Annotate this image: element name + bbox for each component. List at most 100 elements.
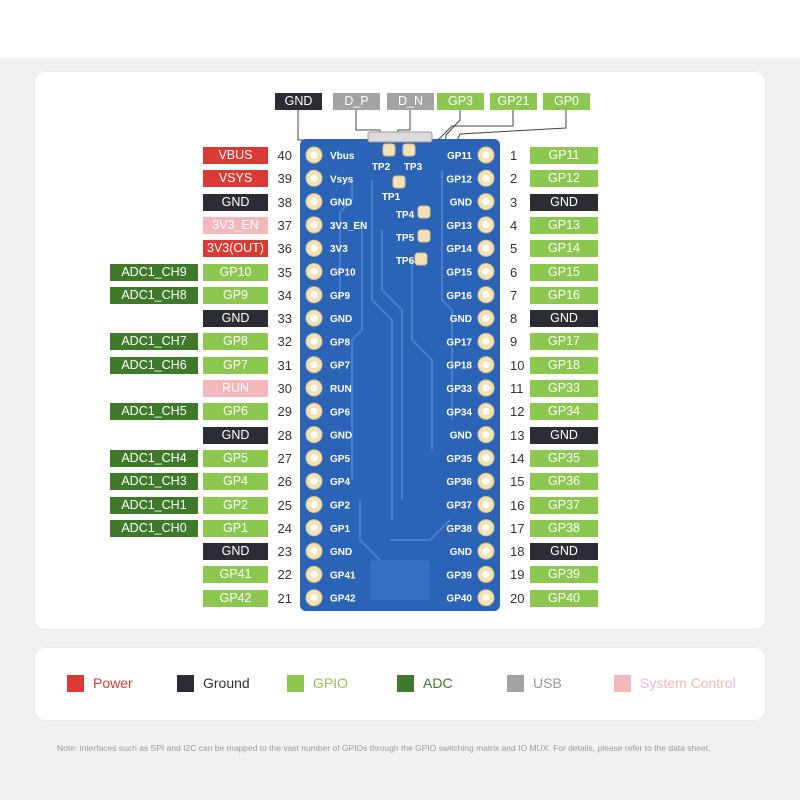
test-point-label-tp4: TP4 xyxy=(396,210,415,221)
pad-pin-40 xyxy=(305,146,323,164)
pin-number-33: 33 xyxy=(277,311,292,327)
pin-number-30: 30 xyxy=(277,381,292,396)
pin-number-12: 12 xyxy=(510,404,525,420)
left-pin-label-30: RUN xyxy=(203,380,268,397)
right-pin-label-18: GND xyxy=(530,543,598,561)
pad-pin-24 xyxy=(305,519,323,537)
pad-pin-30 xyxy=(305,379,323,397)
pin-pads xyxy=(305,146,495,607)
pad-pin-28 xyxy=(305,426,323,444)
silk-pin-31: GP7 xyxy=(330,361,350,372)
pin-number-5: 5 xyxy=(510,241,518,257)
silk-pin-18: GND xyxy=(450,547,472,558)
left-pin-label-33: GND xyxy=(203,310,268,328)
left-pin-label-23: GND xyxy=(203,543,268,561)
right-pin-label-7: GP16 xyxy=(530,286,598,304)
pad-pin-26 xyxy=(305,472,323,490)
left-pin-label-24: GP1 xyxy=(203,519,268,537)
test-pad-tp5 xyxy=(417,229,431,243)
left-pin-label-35: GP10 xyxy=(203,263,268,281)
pin-number-34: 34 xyxy=(277,287,292,303)
left-pin-label-27: GP5 xyxy=(203,449,268,467)
silk-pin-16: GP37 xyxy=(446,501,472,512)
silk-pin-19: GP39 xyxy=(446,570,472,581)
pad-pin-4 xyxy=(477,216,495,234)
left-pin-label-34: GP9 xyxy=(203,286,268,304)
pad-pin-29 xyxy=(305,402,323,420)
silk-pin-6: GP15 xyxy=(446,268,472,279)
legend-label-gpio: GPIO xyxy=(313,675,349,691)
silk-pin-26: GP4 xyxy=(330,477,350,488)
right-pin-label-11: GP33 xyxy=(530,380,598,397)
pad-pin-22 xyxy=(305,565,323,583)
pin-number-21: 21 xyxy=(277,590,292,606)
silk-pin-37: 3V3_EN xyxy=(330,221,367,232)
pad-pin-35 xyxy=(305,263,323,280)
pin-number-22: 22 xyxy=(277,567,292,583)
silk-pin-9: GP17 xyxy=(446,337,472,348)
silk-pin-12: GP34 xyxy=(446,407,472,418)
silk-pin-13: GND xyxy=(450,431,472,442)
silk-pin-28: GND xyxy=(330,431,352,442)
pad-pin-21 xyxy=(305,589,323,607)
pin-number-37: 37 xyxy=(277,217,292,233)
left-pin-label-22: GP41 xyxy=(203,566,268,584)
silk-pin-39: Vsys xyxy=(330,174,354,185)
pad-pin-12 xyxy=(477,402,495,420)
pin-number-23: 23 xyxy=(277,544,292,560)
usb-connector xyxy=(367,131,433,143)
pin-number-27: 27 xyxy=(277,450,292,466)
pin-number-31: 31 xyxy=(277,357,292,373)
pin-number-28: 28 xyxy=(277,427,292,443)
test-point-label-tp1: TP1 xyxy=(382,192,401,203)
pad-pin-19 xyxy=(477,565,495,583)
pad-pin-13 xyxy=(477,426,495,444)
pcb-traces xyxy=(339,170,453,561)
test-point-label-tp6: TP6 xyxy=(396,256,415,267)
top-label-d-p: D_P xyxy=(333,93,380,110)
pin-number-17: 17 xyxy=(510,520,525,536)
legend-swatch-system-control xyxy=(614,675,631,692)
left-pin-label-39: VSYS xyxy=(203,170,268,188)
silk-pin-30: RUN xyxy=(330,384,352,395)
adc-label-adc1-ch0: ADC1_CH0 xyxy=(110,519,198,537)
left-pin-label-26: GP4 xyxy=(203,473,268,491)
silk-pin-35: GP10 xyxy=(330,268,356,279)
pad-pin-11 xyxy=(477,379,495,397)
right-pin-label-9: GP17 xyxy=(530,333,598,351)
pin-number-1: 1 xyxy=(510,148,518,163)
pin-number-29: 29 xyxy=(277,404,292,420)
pad-pin-31 xyxy=(305,356,323,374)
test-pad-tp1 xyxy=(392,175,406,189)
right-pin-label-13: GND xyxy=(530,426,598,444)
pad-pin-2 xyxy=(477,169,495,187)
silk-pin-8: GND xyxy=(450,314,472,325)
right-pin-label-15: GP36 xyxy=(530,473,598,491)
adc-label-adc1-ch1: ADC1_CH1 xyxy=(110,496,198,514)
pad-pin-33 xyxy=(305,309,323,327)
silk-pin-40: Vbus xyxy=(330,151,355,162)
pin-number-38: 38 xyxy=(277,194,292,210)
test-point-label-tp3: TP3 xyxy=(404,162,423,173)
adc-label-adc1-ch7: ADC1_CH7 xyxy=(110,333,198,351)
pad-pin-15 xyxy=(477,472,495,490)
test-point-label-tp2: TP2 xyxy=(372,162,391,173)
silkscreen-labels: VbusVsysGND3V3_EN3V3GP10GP9GNDGP8GP7RUNG… xyxy=(330,151,472,605)
pad-pin-17 xyxy=(477,519,495,537)
top-label-d-n: D_N xyxy=(387,93,434,110)
pin-number-9: 9 xyxy=(510,334,518,350)
silk-pin-10: GP18 xyxy=(446,361,472,372)
silk-pin-3: GND xyxy=(450,198,472,209)
pin-number-2: 2 xyxy=(510,171,518,187)
pin-number-32: 32 xyxy=(277,334,292,350)
legend-label-usb: USB xyxy=(533,675,562,691)
silk-pin-1: GP11 xyxy=(447,151,472,162)
right-pin-label-5: GP14 xyxy=(530,240,598,258)
legend-item-power: Power xyxy=(67,675,133,692)
pin-number-16: 16 xyxy=(510,497,525,513)
pin-number-15: 15 xyxy=(510,474,525,490)
pin-number-39: 39 xyxy=(277,171,292,187)
pad-pin-36 xyxy=(305,239,323,257)
pad-pin-38 xyxy=(305,193,323,211)
